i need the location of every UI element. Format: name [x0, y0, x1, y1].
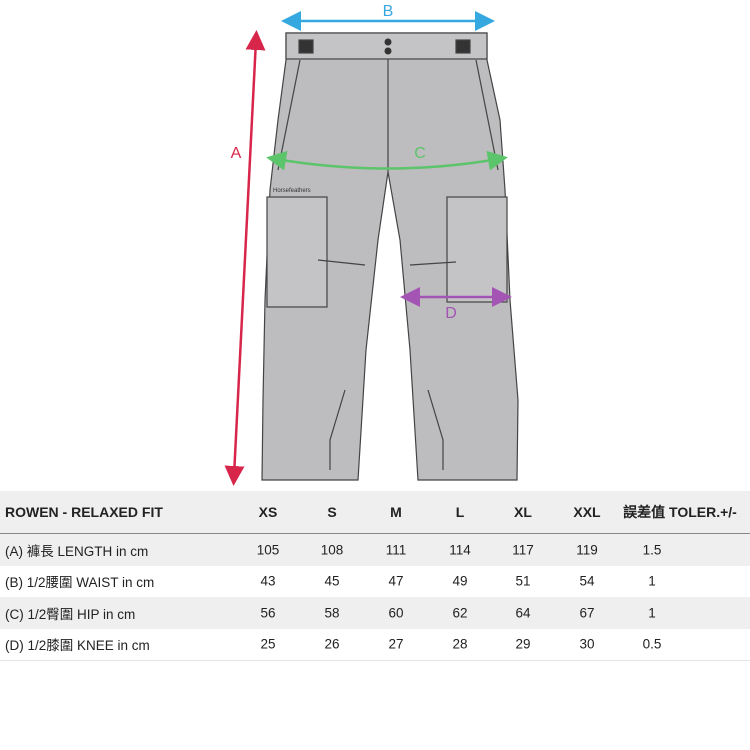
table-cell: 105: [256, 542, 280, 558]
table-title: ROWEN - RELAXED FIT: [5, 504, 163, 520]
table-cell: 56: [260, 605, 276, 621]
table-cell: 51: [515, 573, 531, 589]
table-row: (C) 1/2臀圍 HIP in cm 56 58 60 62 64 67 1: [0, 597, 750, 629]
table-cell: 27: [388, 636, 404, 652]
brand-logo: Horsefeathers: [273, 188, 311, 194]
table-row: (D) 1/2膝圍 KNEE in cm 25 26 27 28 29 30 0.5: [0, 629, 750, 661]
table-cell: 26: [324, 636, 340, 652]
table-cell: 111: [385, 542, 407, 558]
table-row: (B) 1/2腰圍 WAIST in cm 43 45 47 49 51 54 1: [0, 566, 750, 598]
col-header: 誤差值 TOLER.+/-: [623, 504, 737, 520]
table-row: (A) 褲長 LENGTH in cm 105 108 111 114 117 119 1.5: [0, 534, 750, 566]
col-header: L: [455, 504, 465, 520]
row-label: (A) 褲長 LENGTH in cm: [5, 543, 149, 559]
arrow-a-length: [224, 30, 266, 486]
arrow-c-hip: [266, 150, 508, 171]
table-cell: 67: [579, 605, 595, 621]
table-cell: 28: [452, 636, 468, 652]
col-header: M: [390, 504, 402, 520]
table-cell: 49: [452, 573, 468, 589]
col-header: XL: [514, 504, 532, 520]
table-cell: 1: [648, 605, 656, 621]
table-cell: 25: [260, 636, 276, 652]
table-cell: 60: [388, 605, 404, 621]
table-cell: 62: [452, 605, 468, 621]
table-cell: 43: [260, 573, 276, 589]
col-header: XS: [258, 504, 278, 520]
row-label: (B) 1/2腰圍 WAIST in cm: [5, 575, 155, 591]
label-a: A: [231, 145, 242, 162]
table-cell: 58: [324, 605, 340, 621]
table-cell: 29: [515, 636, 531, 652]
col-header: S: [327, 504, 337, 520]
row-label: (C) 1/2臀圍 HIP in cm: [5, 606, 136, 622]
label-c: C: [414, 145, 426, 162]
table-cell: 1: [648, 573, 656, 589]
table-cell: 64: [515, 605, 531, 621]
table-cell: 30: [579, 636, 595, 652]
table-cell: 117: [512, 542, 534, 558]
label-b: B: [383, 3, 394, 20]
pants-measurement-diagram: Horsefeathers B A C D: [224, 3, 519, 486]
label-d: D: [445, 305, 457, 322]
table-header: ROWEN - RELAXED FIT XS S M L XL XXL 誤差值 …: [0, 491, 750, 534]
size-chart-table: ROWEN - RELAXED FIT XS S M L XL XXL 誤差值 …: [0, 491, 750, 661]
table-cell: 54: [579, 573, 595, 589]
table-cell: 108: [320, 542, 344, 558]
table-cell: 0.5: [642, 636, 662, 652]
row-label: (D) 1/2膝圍 KNEE in cm: [5, 638, 150, 654]
col-header: XXL: [573, 504, 601, 520]
table-cell: 114: [449, 542, 471, 558]
table-cell: 119: [576, 542, 598, 558]
table-cell: 47: [388, 573, 404, 589]
table-cell: 45: [324, 573, 340, 589]
table-cell: 1.5: [642, 542, 662, 558]
pants-illustration: [261, 32, 519, 481]
